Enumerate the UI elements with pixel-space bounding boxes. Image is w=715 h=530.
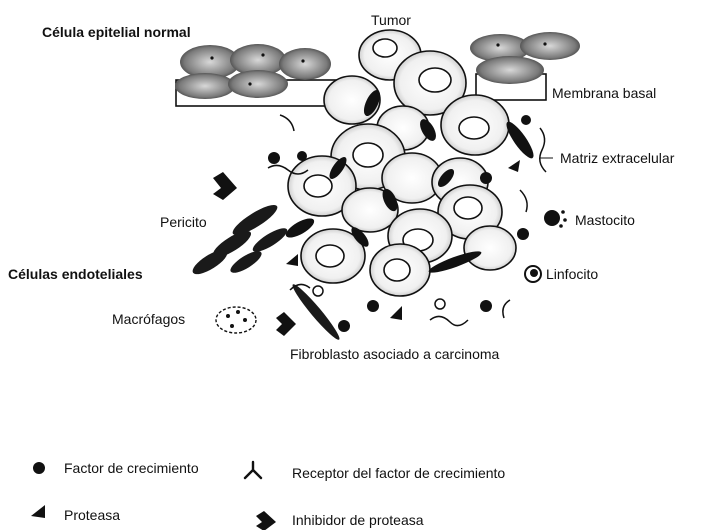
label-basement-membrane: Membrana basal bbox=[552, 85, 656, 101]
label-tumor: Tumor bbox=[371, 12, 411, 28]
legend-protease-inhibitor: Inhibidor de proteasa bbox=[292, 512, 424, 528]
label-macrophages: Macrófagos bbox=[112, 311, 185, 327]
mast-cell bbox=[544, 210, 567, 228]
protease-legend-icon bbox=[31, 505, 45, 518]
label-caf: Fibroblasto asociado a carcinoma bbox=[290, 346, 499, 362]
growth-factor-legend-icon bbox=[33, 462, 45, 474]
label-lymphocyte: Linfocito bbox=[546, 266, 598, 282]
label-endothelial-cells: Células endoteliales bbox=[8, 266, 143, 282]
label-mast-cell: Mastocito bbox=[575, 212, 635, 228]
legend-growth-factor: Factor de crecimiento bbox=[64, 460, 199, 476]
legend-protease: Proteasa bbox=[64, 507, 120, 523]
growth-factor-receptor-legend-icon bbox=[245, 462, 261, 478]
endothelial-cells bbox=[189, 200, 290, 278]
legend-growth-factor-receptor: Receptor del factor de crecimiento bbox=[292, 465, 505, 481]
lymphocyte bbox=[525, 266, 541, 282]
label-normal-epithelial-cell: Célula epitelial normal bbox=[42, 24, 191, 40]
label-extracellular-matrix: Matriz extracelular bbox=[560, 150, 674, 166]
protease-inhibitor-legend-icon bbox=[256, 511, 276, 530]
macrophages-cluster bbox=[216, 307, 256, 333]
label-pericyte: Pericito bbox=[160, 214, 207, 230]
